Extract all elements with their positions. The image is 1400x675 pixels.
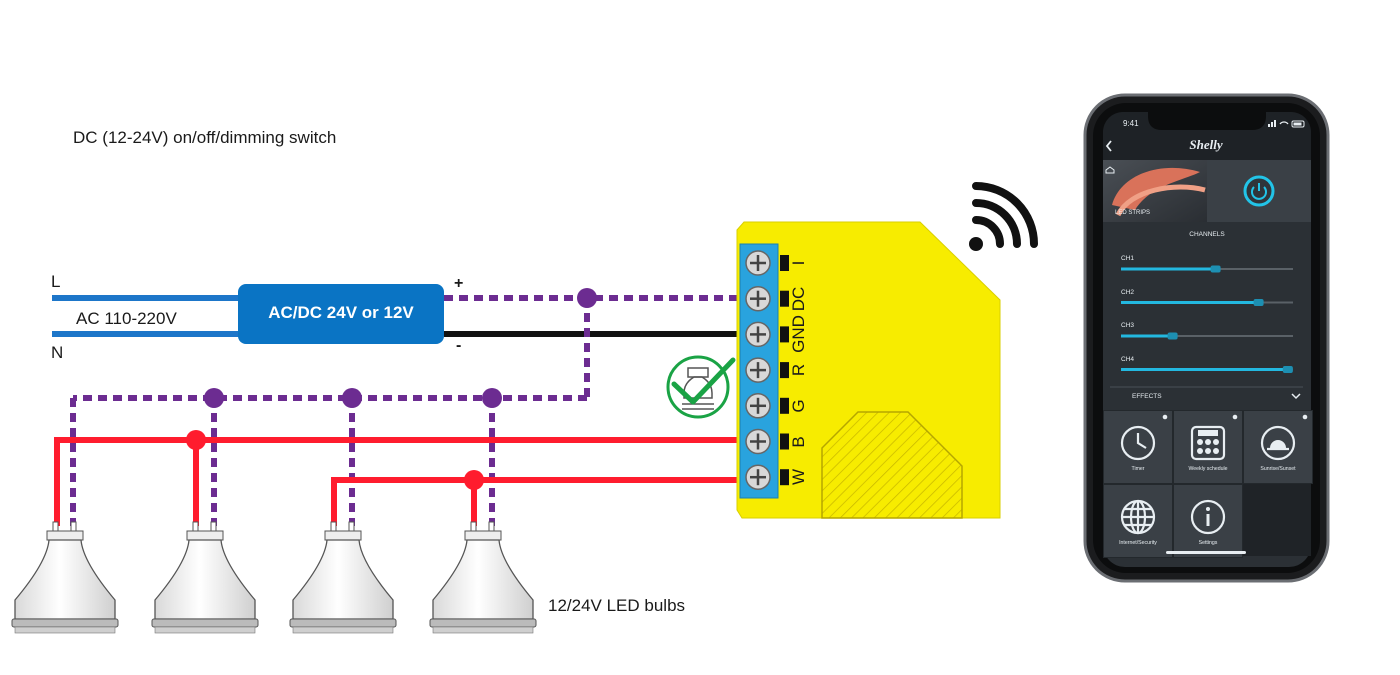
tile-timer[interactable] <box>1103 410 1173 484</box>
channel-junctions <box>186 430 484 490</box>
device-hatch-area <box>821 411 963 519</box>
channel-label: CH3 <box>1121 322 1135 329</box>
led-bulb <box>151 521 259 634</box>
positive-junctions <box>204 288 597 408</box>
terminal-screw-r <box>745 357 789 383</box>
tile-label: Internet/Security <box>1119 540 1157 546</box>
channel-label: CH1 <box>1121 255 1135 262</box>
neutral-label: N <box>51 343 64 362</box>
tile-sunrise-sunset[interactable] <box>1243 410 1313 484</box>
globe-icon <box>1120 499 1156 535</box>
tile-label: Settings <box>1198 540 1218 546</box>
terminal-screw-i <box>745 250 789 276</box>
channel-slider-ch4[interactable] <box>1121 366 1293 373</box>
status-icons <box>1268 120 1305 128</box>
channel-label: CH2 <box>1121 288 1135 296</box>
line-label: L <box>51 272 61 291</box>
clock-icon <box>1120 425 1156 461</box>
home-icon[interactable] <box>1105 166 1115 174</box>
psu-label: AC/DC 24V or 12V <box>268 303 414 322</box>
psu-plus-label: + <box>454 275 464 292</box>
led-bulb <box>289 521 397 634</box>
info-icon <box>1190 499 1226 535</box>
back-arrow-icon[interactable] <box>1105 140 1112 152</box>
check-bulb-icon <box>666 355 736 419</box>
channels-title: CHANNELS <box>1189 231 1225 238</box>
effects-label: EFFECTS <box>1132 393 1162 400</box>
home-indicator <box>1166 551 1246 554</box>
brand-logo: Shelly <box>1189 137 1223 152</box>
terminal-screw-g <box>745 393 789 419</box>
schedule-icon <box>1190 425 1226 461</box>
ac-voltage-label: AC 110-220V <box>76 309 177 328</box>
psu-minus-label: - <box>456 337 462 354</box>
terminal-screw-b <box>745 428 789 455</box>
power-supply <box>238 284 444 344</box>
channel-slider-ch1[interactable] <box>1121 265 1293 273</box>
channel-slider-ch2[interactable] <box>1121 299 1293 306</box>
tile-label: Weekly schedule <box>1188 466 1228 472</box>
sunrise-icon <box>1260 425 1296 461</box>
diagram-title: DC (12-24V) on/off/dimming switch <box>73 128 337 147</box>
terminal-screw-gnd <box>745 321 789 348</box>
channel-slider-ch3[interactable] <box>1121 332 1293 340</box>
wifi-icon <box>969 182 1038 251</box>
chevron-down-icon[interactable] <box>1291 393 1301 400</box>
led-bulb <box>11 521 119 634</box>
terminal-screw-w <box>745 464 789 490</box>
tile-label: Sunrise/Sunset <box>1260 466 1296 472</box>
smartphone <box>1083 93 1330 583</box>
tile-label: Timer <box>1131 466 1145 472</box>
channel-label: CH4 <box>1121 355 1135 363</box>
status-time: 9:41 <box>1123 119 1139 128</box>
tile-internet-security[interactable] <box>1103 484 1173 558</box>
terminal-screw-dc <box>745 285 789 312</box>
tile-settings[interactable] <box>1173 484 1243 558</box>
channel-wires <box>54 437 746 526</box>
terminal-label-w: W <box>789 469 808 486</box>
led-bulb <box>429 521 537 634</box>
tile-weekly-schedule[interactable] <box>1173 410 1243 484</box>
bulbs-label: 12/24V LED bulbs <box>548 596 686 615</box>
device-name: LED STRIPS <box>1115 210 1151 216</box>
